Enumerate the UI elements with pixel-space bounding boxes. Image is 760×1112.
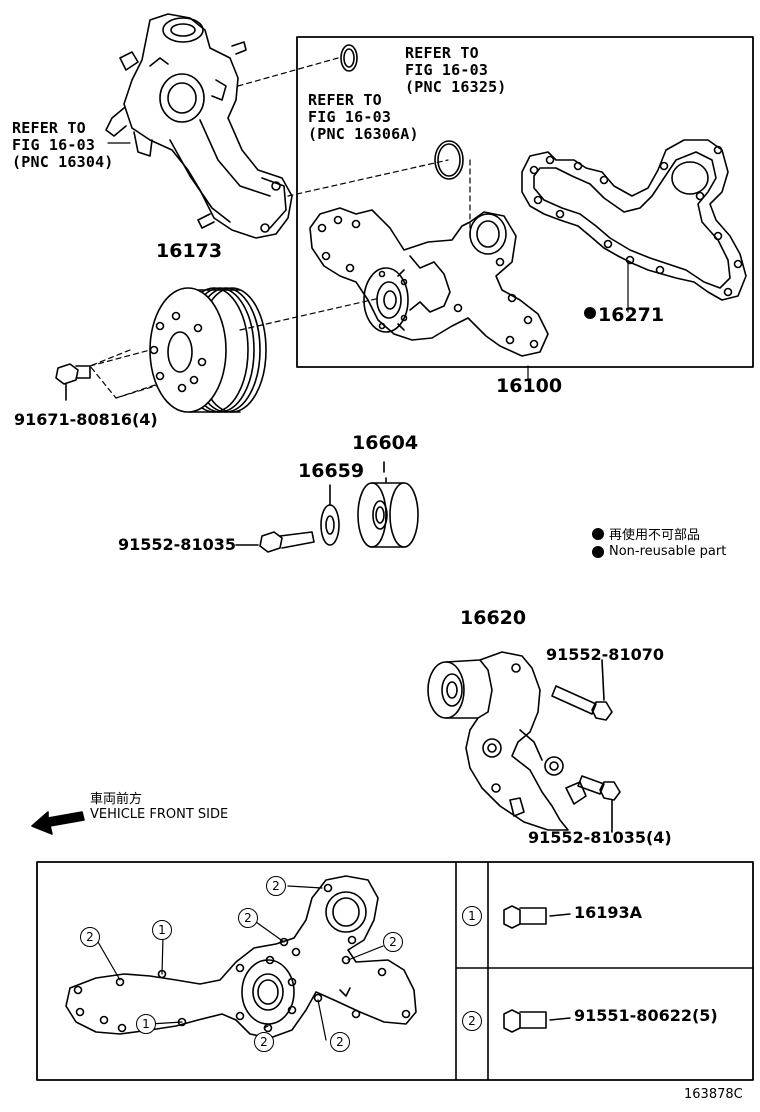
idler-pulley-16604 xyxy=(357,461,419,548)
table-marker-1: 1 xyxy=(462,906,482,926)
front-arrow xyxy=(31,811,85,835)
marker-2: 2 xyxy=(254,1032,274,1052)
part-number-91552-81035-4: 91552-81035(4) xyxy=(528,828,672,847)
bolt-91551-drawing xyxy=(503,1009,571,1033)
marker-2: 2 xyxy=(80,927,100,947)
bolt-91552-81035-4 xyxy=(577,775,621,833)
direction-jp: 車両前方 xyxy=(90,792,143,807)
part-number-16659: 16659 xyxy=(298,460,365,482)
direction-en: VEHICLE FRONT SIDE xyxy=(90,807,229,822)
bolt-16193a-drawing xyxy=(503,905,571,929)
bolt-91552-81070 xyxy=(551,659,613,721)
part-number-16173: 16173 xyxy=(156,240,223,262)
table-marker-2: 2 xyxy=(462,1011,482,1031)
part-number-16604: 16604 xyxy=(352,432,419,454)
marker-2: 2 xyxy=(266,876,286,896)
figure-id: 163878C xyxy=(684,1087,743,1102)
bolt-table-frame xyxy=(36,861,754,1081)
bolt-91552-81035 xyxy=(235,531,315,553)
part-number-91552-81035: 91552-81035 xyxy=(118,535,236,554)
water-inlet-housing xyxy=(105,13,293,239)
part-number-16193a: 16193A xyxy=(574,903,643,922)
non-reusable-dot xyxy=(584,307,596,319)
part-number-91551: 91551-80622(5) xyxy=(574,1006,718,1025)
legend-en: Non-reusable part xyxy=(592,544,726,559)
marker-1: 1 xyxy=(152,920,172,940)
ref-label-16325: REFER TO FIG 16-03 (PNC 16325) xyxy=(405,44,507,96)
o-ring-large xyxy=(434,140,464,180)
ref-label-16306a: REFER TO FIG 16-03 (PNC 16306A) xyxy=(308,91,419,143)
marker-2: 2 xyxy=(238,908,258,928)
part-number-16620: 16620 xyxy=(460,607,527,629)
legend-jp: 再使用不可部品 xyxy=(592,524,700,543)
pump-outline-bottom xyxy=(65,875,417,1039)
o-ring-small xyxy=(340,44,358,72)
belt-tensioner-16620 xyxy=(427,651,587,831)
pulley-16173 xyxy=(149,287,267,413)
marker-1: 1 xyxy=(136,1014,156,1034)
bolt-91671 xyxy=(55,363,91,401)
leader-lines xyxy=(89,57,629,399)
marker-2: 2 xyxy=(330,1032,350,1052)
legend-dot-icon xyxy=(592,545,604,558)
legend-dot-icon xyxy=(592,527,604,540)
water-pump-body xyxy=(309,207,549,357)
washer-16659 xyxy=(320,484,340,546)
part-number-91671: 91671-80816(4) xyxy=(14,410,158,429)
part-number-91552-81070: 91552-81070 xyxy=(546,645,664,664)
part-number-16100: 16100 xyxy=(496,375,563,397)
gasket-16271 xyxy=(521,139,747,301)
pump-group-box xyxy=(296,36,754,368)
ref-label-16304: REFER TO FIG 16-03 (PNC 16304) xyxy=(12,119,114,171)
marker-2: 2 xyxy=(383,932,403,952)
part-number-16271: 16271 xyxy=(584,304,664,326)
